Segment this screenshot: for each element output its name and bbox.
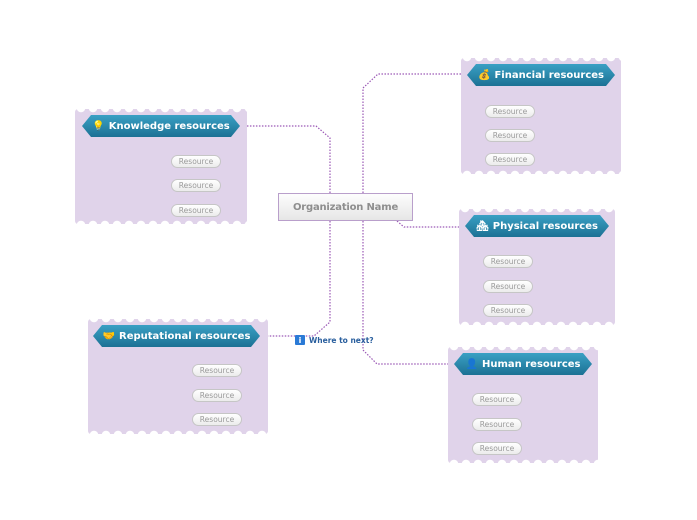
resource-node[interactable]: Resource <box>472 393 522 406</box>
topic-label: Human resources <box>481 358 581 370</box>
handshake-icon: 🤝 <box>102 330 116 342</box>
where-to-next-hint[interactable]: i Where to next? <box>295 335 374 345</box>
resource-node[interactable]: Resource <box>192 389 242 402</box>
money-bag-icon: 💰 <box>478 69 491 81</box>
topic-physical-resources[interactable]: 🏘 Physical resources <box>465 215 609 237</box>
topic-reputational-resources[interactable]: 🤝 Reputational resources <box>93 325 260 347</box>
topic-label: Financial resources <box>494 69 604 81</box>
resource-node[interactable]: Resource <box>485 105 535 118</box>
lightbulb-icon: 💡 <box>92 120 105 132</box>
topic-financial-resources[interactable]: 💰 Financial resources <box>467 64 615 86</box>
connector-physical <box>396 220 466 228</box>
connector-reputational <box>260 221 331 337</box>
topic-human-resources[interactable]: 👤 Human resources <box>454 353 592 375</box>
connector-knowledge <box>240 125 331 193</box>
resource-node[interactable]: Resource <box>192 364 242 377</box>
central-topic-label: Organization Name <box>292 201 399 213</box>
resource-node[interactable]: Resource <box>483 280 533 293</box>
topic-label: Physical resources <box>492 220 598 232</box>
hint-label: Where to next? <box>309 335 374 345</box>
resource-node[interactable]: Resource <box>483 255 533 268</box>
connector-financial <box>362 73 468 193</box>
topic-label: Reputational resources <box>119 330 251 342</box>
topic-knowledge-resources[interactable]: 💡 Knowledge resources <box>82 115 240 137</box>
resource-node[interactable]: Resource <box>485 153 535 166</box>
resource-node[interactable]: Resource <box>472 442 522 455</box>
resource-node[interactable]: Resource <box>472 418 522 431</box>
info-icon: i <box>295 335 305 345</box>
central-topic[interactable]: Organization Name <box>278 193 413 221</box>
connector-human <box>362 221 455 365</box>
resource-node[interactable]: Resource <box>171 155 221 168</box>
resource-node[interactable]: Resource <box>171 179 221 192</box>
resource-node[interactable]: Resource <box>171 204 221 217</box>
house-icon: 🏘 <box>476 220 489 232</box>
topic-label: Knowledge resources <box>108 120 230 132</box>
resource-node[interactable]: Resource <box>192 413 242 426</box>
resource-node[interactable]: Resource <box>485 129 535 142</box>
person-icon: 👤 <box>465 358 478 370</box>
resource-node[interactable]: Resource <box>483 304 533 317</box>
